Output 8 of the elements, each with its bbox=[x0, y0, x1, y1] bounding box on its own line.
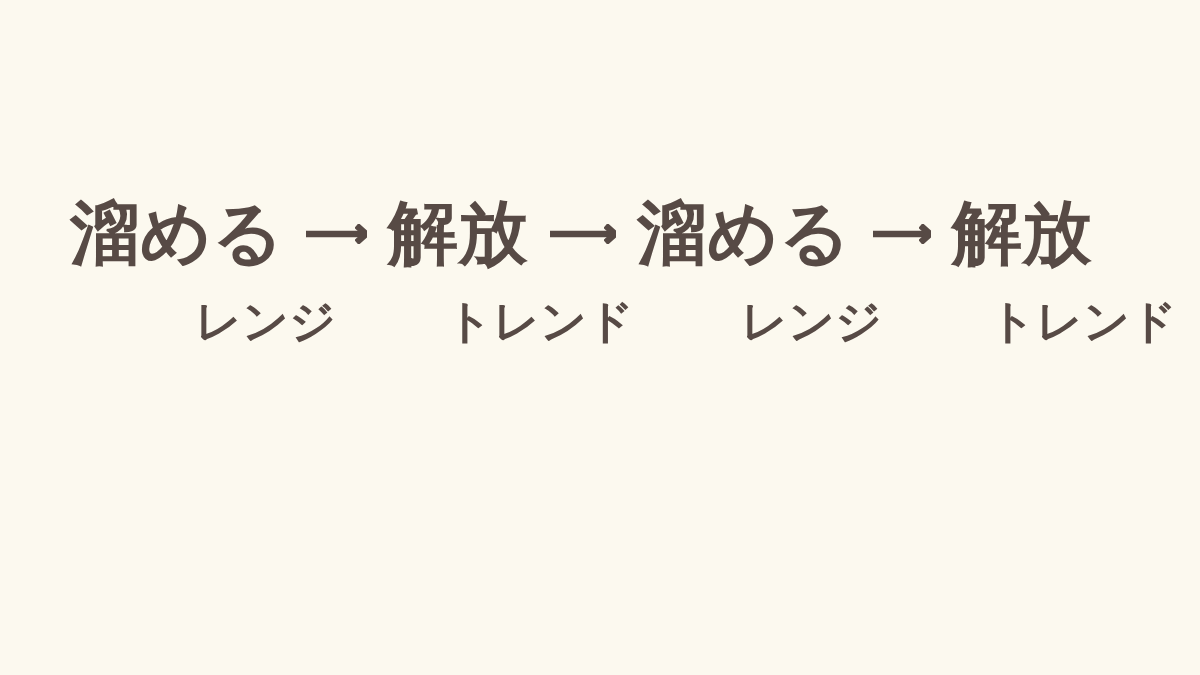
caption-text: レンジ bbox=[195, 298, 336, 344]
caption-text: トレンド bbox=[989, 298, 1177, 344]
step-text: 溜める bbox=[70, 198, 284, 268]
caption-text: レンジ bbox=[741, 298, 882, 344]
caption-text: トレンド bbox=[446, 298, 634, 344]
step-text: 解放 bbox=[952, 198, 1092, 268]
step-text: 解放 bbox=[388, 198, 528, 268]
step-text: 溜める bbox=[637, 198, 851, 268]
